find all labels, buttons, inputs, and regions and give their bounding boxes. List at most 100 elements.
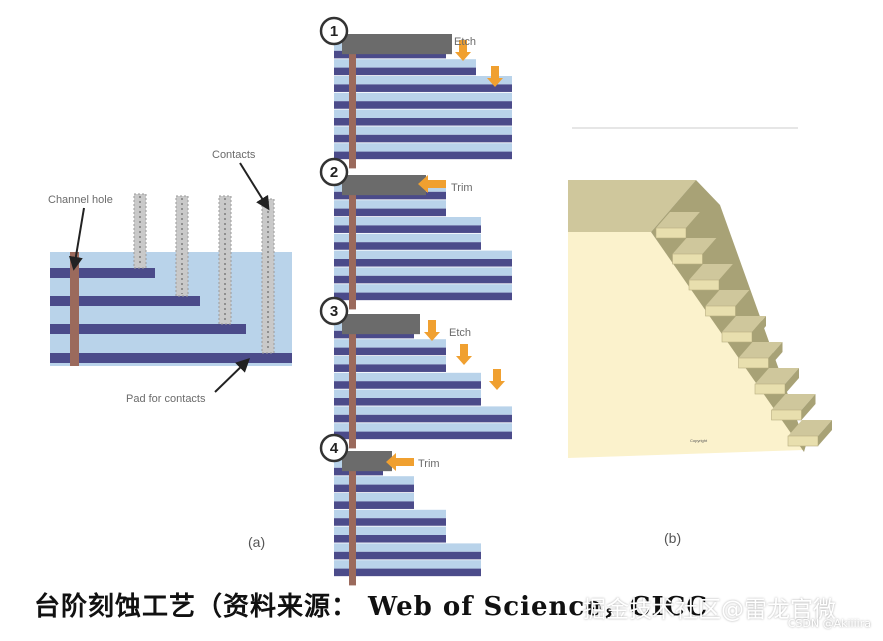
step-light-layer (334, 423, 512, 432)
csdn-watermark: CSDN @Akiiiira (787, 617, 871, 630)
step-dark-layer (334, 151, 512, 160)
cube-top-face (568, 180, 696, 232)
step-light-layer (334, 389, 481, 398)
step-dark-layer (334, 259, 512, 267)
step-light-layer (334, 476, 414, 485)
step-dark-layer (334, 381, 481, 389)
step-light-layer (334, 143, 512, 152)
step-dark-layer (334, 535, 446, 543)
step-channel-hole (349, 42, 356, 169)
stair-tread (705, 290, 750, 306)
stair-side (785, 368, 799, 394)
stair-side (735, 290, 750, 316)
step-light-layer (334, 543, 481, 552)
orange-arrow-icon (455, 40, 471, 61)
step-dark-layer (334, 225, 481, 233)
stair-side (818, 420, 832, 446)
stair-riser (655, 227, 687, 239)
orange-arrow-icon (386, 453, 414, 471)
stair-tread (672, 238, 717, 254)
stair-tread (689, 264, 733, 280)
step-light-layer (334, 509, 446, 519)
step-action-label: Trim (451, 182, 473, 194)
step-channel-hole (349, 322, 356, 449)
step-number: 3 (330, 303, 338, 320)
contact-2 (175, 195, 189, 297)
contacts-label: Contacts (212, 149, 256, 161)
step-action-label: Trim (418, 458, 440, 470)
wordline-layer-2 (50, 296, 200, 306)
step-number-circle (319, 433, 349, 463)
step-channel-hole (349, 183, 356, 310)
step-dark-layer (334, 292, 512, 301)
orange-arrow-icon (424, 320, 440, 341)
stair-side (686, 212, 700, 238)
wordline-layer-4 (50, 353, 292, 363)
step-number-circle (319, 157, 349, 187)
step-dark-layer (334, 551, 481, 560)
step-light-layer (334, 233, 481, 243)
cube-front-face (568, 232, 804, 458)
step-dark-layer (334, 467, 383, 476)
step-number-circle (319, 16, 349, 46)
step-light-layer (334, 372, 481, 382)
step-channel-hole (349, 459, 356, 586)
step-light-layer (334, 356, 446, 365)
step-dark-layer (334, 330, 414, 339)
stair-riser (771, 409, 802, 421)
step-dark-layer (334, 191, 446, 200)
step-light-layer (334, 109, 512, 118)
stair-side (768, 342, 783, 368)
step-dark-layer (334, 501, 414, 509)
pad-for-contacts-label: Pad for contacts (126, 393, 206, 405)
step-dark-layer (334, 347, 446, 356)
step-light-layer (334, 526, 446, 535)
step-dark-layer (334, 364, 446, 372)
step-number: 2 (330, 164, 338, 181)
wordline-layer-3 (50, 324, 246, 334)
stair-riser (738, 357, 769, 369)
step-action-label: Etch (449, 327, 471, 339)
step-dark-layer (334, 398, 481, 406)
step-light-layer (334, 284, 512, 293)
step-dark-layer (334, 518, 446, 526)
orange-arrow-icon (456, 344, 472, 365)
orange-arrow-icon (489, 369, 505, 390)
figure-caption: 台阶刻蚀工艺（资料来源： Web of Science，CICC (34, 592, 709, 622)
step-dark-layer (334, 431, 512, 440)
contact-4 (261, 198, 275, 354)
contacts-leader (239, 162, 270, 211)
step-light-layer (334, 59, 476, 68)
channel-hole (70, 252, 79, 366)
panel-b-caption: (b) (664, 530, 681, 546)
stair-side (801, 394, 816, 420)
stair-side (702, 238, 717, 264)
step-dark-layer (334, 275, 512, 284)
step-dark-layer (334, 484, 414, 493)
step-layer-stack (334, 322, 512, 440)
watermark-text: 掘金技术社区@雷龙官微 (583, 597, 836, 623)
step-layer-stack (334, 183, 512, 301)
step-light-layer (334, 250, 512, 259)
stair-tread (656, 212, 700, 228)
pad-leader (214, 358, 251, 393)
stair-riser (754, 383, 786, 395)
panel-b-copyright: Copyright (690, 438, 708, 443)
stair-tread (788, 420, 832, 436)
orange-arrow-icon (418, 175, 446, 193)
stair-tread (771, 394, 816, 410)
step-photoresist-mask (342, 451, 392, 472)
step-light-layer (334, 493, 414, 502)
step-light-layer (334, 200, 446, 209)
stair-side (752, 316, 766, 342)
step-photoresist-mask (342, 314, 420, 335)
step-light-layer (334, 76, 512, 85)
channel-hole-leader (68, 207, 85, 271)
stair-riser (705, 305, 736, 317)
step-number: 4 (330, 440, 339, 457)
stair-tread (755, 368, 799, 384)
